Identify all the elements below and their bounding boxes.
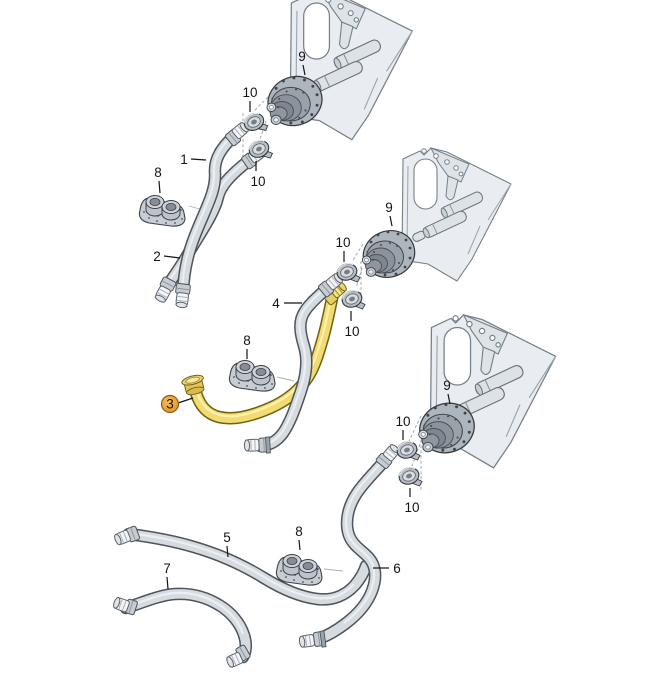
flange-8-middle <box>228 359 276 392</box>
hose-1 <box>174 120 251 309</box>
callout-4-label[interactable]: 4 <box>272 296 280 311</box>
callout-8-middle-label[interactable]: 8 <box>243 333 251 348</box>
callout-2[interactable]: 2 <box>153 249 181 264</box>
callout-8-top[interactable]: 8 <box>154 165 162 194</box>
callout-6-label[interactable]: 6 <box>393 561 401 576</box>
callout-3-highlighted[interactable]: 3 <box>160 394 194 414</box>
callout-10-a1[interactable]: 10 <box>242 85 258 112</box>
hose-5 <box>112 525 373 606</box>
callout-3-circle[interactable] <box>160 394 180 414</box>
callout-8-top-label[interactable]: 8 <box>154 165 162 180</box>
callout-10-a1-label[interactable]: 10 <box>242 85 257 100</box>
callout-10-a2-label[interactable]: 10 <box>250 174 265 189</box>
callout-8-bottom-label[interactable]: 8 <box>295 524 303 539</box>
callout-2-label[interactable]: 2 <box>153 249 161 264</box>
clamp-10-c2 <box>396 464 423 488</box>
callout-9-middle[interactable]: 9 <box>385 200 393 227</box>
callout-8-bottom[interactable]: 8 <box>295 524 303 551</box>
callout-10-c2-label[interactable]: 10 <box>404 500 419 515</box>
hose-4 <box>243 271 345 454</box>
callout-1[interactable]: 1 <box>180 152 207 167</box>
callout-10-b2[interactable]: 10 <box>344 311 360 339</box>
callout-9-top[interactable]: 9 <box>298 49 306 76</box>
clamp-10-c1 <box>394 438 421 462</box>
callout-10-c2[interactable]: 10 <box>404 488 420 515</box>
callout-8-middle[interactable]: 8 <box>243 333 251 359</box>
callout-5-label[interactable]: 5 <box>223 530 231 545</box>
callout-10-b2-label[interactable]: 10 <box>344 324 359 339</box>
callout-10-a2[interactable]: 10 <box>250 161 266 189</box>
callout-9-top-label[interactable]: 9 <box>298 49 306 64</box>
callout-4[interactable]: 4 <box>272 296 302 311</box>
callout-10-b1[interactable]: 10 <box>335 235 351 262</box>
callout-9-bottom[interactable]: 9 <box>443 378 451 405</box>
callout-7-label[interactable]: 7 <box>163 561 171 576</box>
hose-6 <box>298 442 402 649</box>
callout-9-middle-label[interactable]: 9 <box>385 200 393 215</box>
callout-6[interactable]: 6 <box>373 561 401 576</box>
hose-3-fitting <box>181 374 205 396</box>
hose-7 <box>111 587 253 669</box>
callout-9-bottom-label[interactable]: 9 <box>443 378 451 393</box>
callout-3-label[interactable]: 3 <box>166 397 174 412</box>
hose-3-highlighted <box>181 281 347 425</box>
callout-7[interactable]: 7 <box>163 561 171 590</box>
engine-block-middle <box>401 147 512 282</box>
callouts: 1 2 3 4 5 6 7 8 <box>153 49 451 590</box>
callout-1-label[interactable]: 1 <box>180 152 188 167</box>
flange-8-bottom <box>275 553 323 586</box>
callout-5[interactable]: 5 <box>223 530 231 558</box>
flange-8-top <box>138 194 186 227</box>
callout-10-c1[interactable]: 10 <box>395 414 411 440</box>
callout-10-c1-label[interactable]: 10 <box>395 414 410 429</box>
callout-10-b1-label[interactable]: 10 <box>335 235 350 250</box>
